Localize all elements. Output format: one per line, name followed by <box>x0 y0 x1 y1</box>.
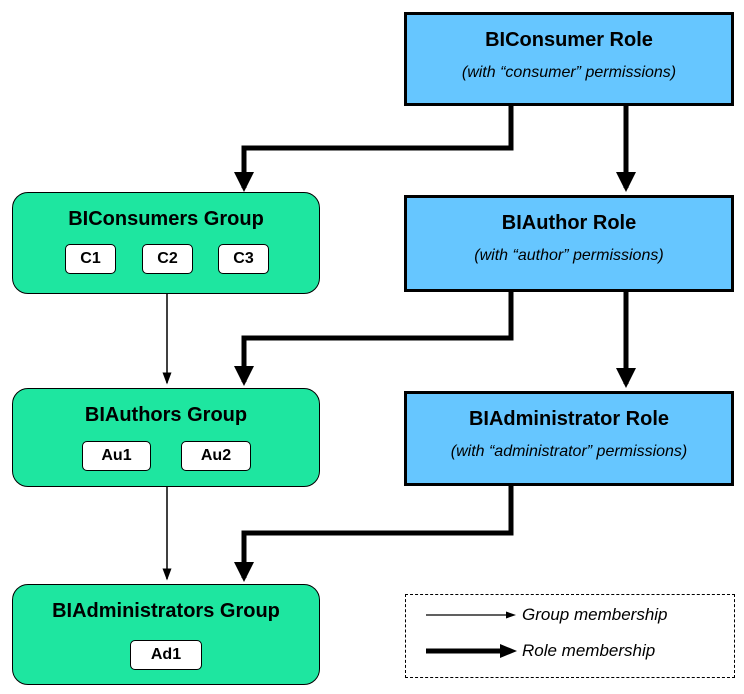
member-au2: Au2 <box>181 441 251 471</box>
role-arrow-consumer-to-consumers-group <box>234 106 514 192</box>
member-c3: C3 <box>218 244 269 274</box>
biauthors-group-box: BIAuthors Group Au1 Au2 <box>12 388 320 487</box>
legend-group-membership-label: Group membership <box>522 605 668 624</box>
biconsumers-group-box: BIConsumers Group C1 C2 C3 <box>12 192 320 294</box>
role-arrow-administrator-to-administrators-group <box>234 486 514 582</box>
legend-role-membership: Role membership <box>406 641 734 671</box>
role-arrow-author-to-authors-group <box>234 292 514 386</box>
thin-arrow-icon <box>426 611 516 619</box>
group-title: BIConsumers Group <box>68 208 264 230</box>
role-title: BIAuthor Role <box>501 212 637 234</box>
biadministrators-group-box: BIAdministrators Group Ad1 <box>12 584 320 685</box>
biadministrator-role-box: BIAdministrator Role (with “administrato… <box>404 391 734 486</box>
member-au1: Au1 <box>82 441 151 471</box>
biconsumer-role-box: BIConsumer Role (with “consumer” permiss… <box>404 12 734 106</box>
thick-arrow-icon <box>426 644 517 658</box>
legend-group-membership: Group membership <box>406 605 734 635</box>
role-subtitle: (with “consumer” permissions) <box>461 64 677 81</box>
role-title: BIAdministrator Role <box>468 408 670 430</box>
member-c2: C2 <box>142 244 193 274</box>
legend: Group membership Role membership <box>405 594 735 678</box>
member-c1: C1 <box>65 244 116 274</box>
member-ad1: Ad1 <box>130 640 202 670</box>
group-title: BIAdministrators Group <box>52 600 280 622</box>
biauthor-role-box: BIAuthor Role (with “author” permissions… <box>404 195 734 292</box>
legend-role-membership-label: Role membership <box>522 641 656 660</box>
role-title: BIConsumer Role <box>485 29 653 51</box>
role-subtitle: (with “administrator” permissions) <box>450 443 688 460</box>
group-title: BIAuthors Group <box>84 404 248 426</box>
role-subtitle: (with “author” permissions) <box>474 247 664 264</box>
